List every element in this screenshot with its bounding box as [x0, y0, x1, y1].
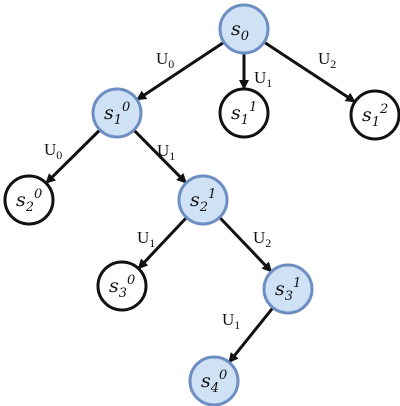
node-label-sup: 0 — [219, 368, 227, 383]
edge-label-s0-to-s1_1: U1 — [254, 68, 272, 90]
edge-label-sub: 1 — [169, 149, 175, 163]
node-s2_1: s21 — [177, 174, 229, 226]
node-label-sub: 2 — [25, 200, 34, 215]
node-label-sub: 3 — [285, 289, 293, 304]
node-s1_0: s10 — [91, 87, 143, 139]
node-label-sub: 1 — [114, 113, 122, 128]
node-s3_0: s30 — [96, 260, 148, 312]
edge-s0-to-s1_2 — [263, 40, 356, 103]
node-label-s2_0: s20 — [16, 187, 42, 215]
edge-label-base: U — [254, 68, 266, 87]
node-label-sub: 2 — [199, 200, 208, 215]
edge-s1_0-to-s2_0 — [45, 128, 101, 184]
edge-label-base: U — [157, 141, 169, 160]
node-s3_1: s31 — [262, 263, 314, 315]
edge-label-base: U — [137, 228, 149, 247]
node-label-s0: s0 — [231, 18, 249, 44]
node-circle-s1_2 — [349, 89, 400, 141]
edge-label-sub: 1 — [234, 318, 240, 332]
node-label-base: s — [231, 102, 241, 124]
node-circle-s1_0 — [91, 87, 143, 139]
edge-label-s1_0-to-s2_1: U1 — [157, 141, 175, 163]
edge-label-s2_1-to-s3_0: U1 — [137, 228, 155, 250]
node-label-s1_0: s10 — [104, 100, 130, 128]
node-label-s3_1: s31 — [275, 276, 301, 304]
node-label-base: s — [109, 275, 119, 297]
edge-s2_1-to-s3_0 — [137, 216, 188, 270]
node-label-sub: 3 — [119, 286, 127, 301]
edge-label-base: U — [156, 49, 168, 68]
node-label-base: s — [275, 278, 285, 300]
node-s0: s0 — [218, 3, 270, 55]
node-label-base: s — [201, 370, 211, 392]
edge-label-s0-to-s1_0: U0 — [156, 49, 174, 71]
node-label-sup: 1 — [249, 100, 257, 115]
node-label-sub: 4 — [210, 381, 219, 396]
edge-label-sub: 2 — [330, 57, 336, 71]
edge-label-s0-to-s1_2: U2 — [318, 49, 336, 71]
edge-s1_0-to-s2_1 — [132, 129, 187, 184]
edge-label-s1_0-to-s2_0: U0 — [44, 140, 62, 162]
edge-s0-to-s1_0 — [136, 40, 225, 101]
node-circle-s4_0 — [188, 355, 240, 406]
node-s1_2: s12 — [349, 89, 400, 141]
node-circle-s2_0 — [3, 174, 55, 226]
node-s1_1: s11 — [218, 87, 270, 139]
node-label-base: s — [190, 189, 200, 211]
edge-label-sub: 0 — [168, 57, 174, 71]
node-label-base: s — [16, 189, 26, 211]
edge-label-base: U — [222, 310, 234, 329]
edge-label-base: U — [318, 49, 330, 68]
edge-label-base: U — [253, 228, 265, 247]
node-circle-s3_0 — [96, 260, 148, 312]
edge-s2_1-to-s3_1 — [218, 216, 273, 273]
node-s2_0: s20 — [3, 174, 55, 226]
node-label-sub: 0 — [241, 29, 249, 44]
node-label-sup: 2 — [379, 102, 388, 117]
edge-label-s3_1-to-s4_0: U1 — [222, 310, 240, 332]
edge-label-base: U — [44, 140, 56, 159]
node-circle-s1_1 — [218, 87, 270, 139]
node-label-s2_1: s21 — [190, 187, 216, 215]
node-label-s3_0: s30 — [109, 273, 135, 301]
node-label-sup: 1 — [293, 276, 301, 291]
node-label-s1_2: s12 — [362, 102, 388, 130]
edge-label-sub: 1 — [266, 76, 272, 90]
node-label-s4_0: s40 — [201, 368, 227, 396]
node-label-base: s — [104, 102, 114, 124]
node-label-sup: 0 — [122, 100, 130, 115]
node-label-base: s — [362, 104, 372, 126]
edge-s3_1-to-s4_0 — [228, 306, 275, 364]
node-label-s1_1: s11 — [231, 100, 257, 128]
edge-label-sub: 1 — [149, 236, 155, 250]
node-label-sub: 1 — [241, 113, 249, 128]
node-label-sup: 0 — [34, 187, 42, 202]
node-circle-s3_1 — [262, 263, 314, 315]
edge-label-sub: 2 — [265, 236, 271, 250]
node-circle-s2_1 — [177, 174, 229, 226]
node-label-sup: 0 — [127, 273, 135, 288]
edges-layer — [45, 40, 356, 364]
node-circle-s0 — [218, 3, 270, 55]
node-label-sup: 1 — [208, 187, 216, 202]
node-label-sub: 1 — [372, 115, 380, 130]
node-label-base: s — [231, 18, 241, 40]
edge-label-sub: 0 — [56, 148, 62, 162]
node-s4_0: s40 — [188, 355, 240, 406]
edge-label-s2_1-to-s3_1: U2 — [253, 228, 271, 250]
